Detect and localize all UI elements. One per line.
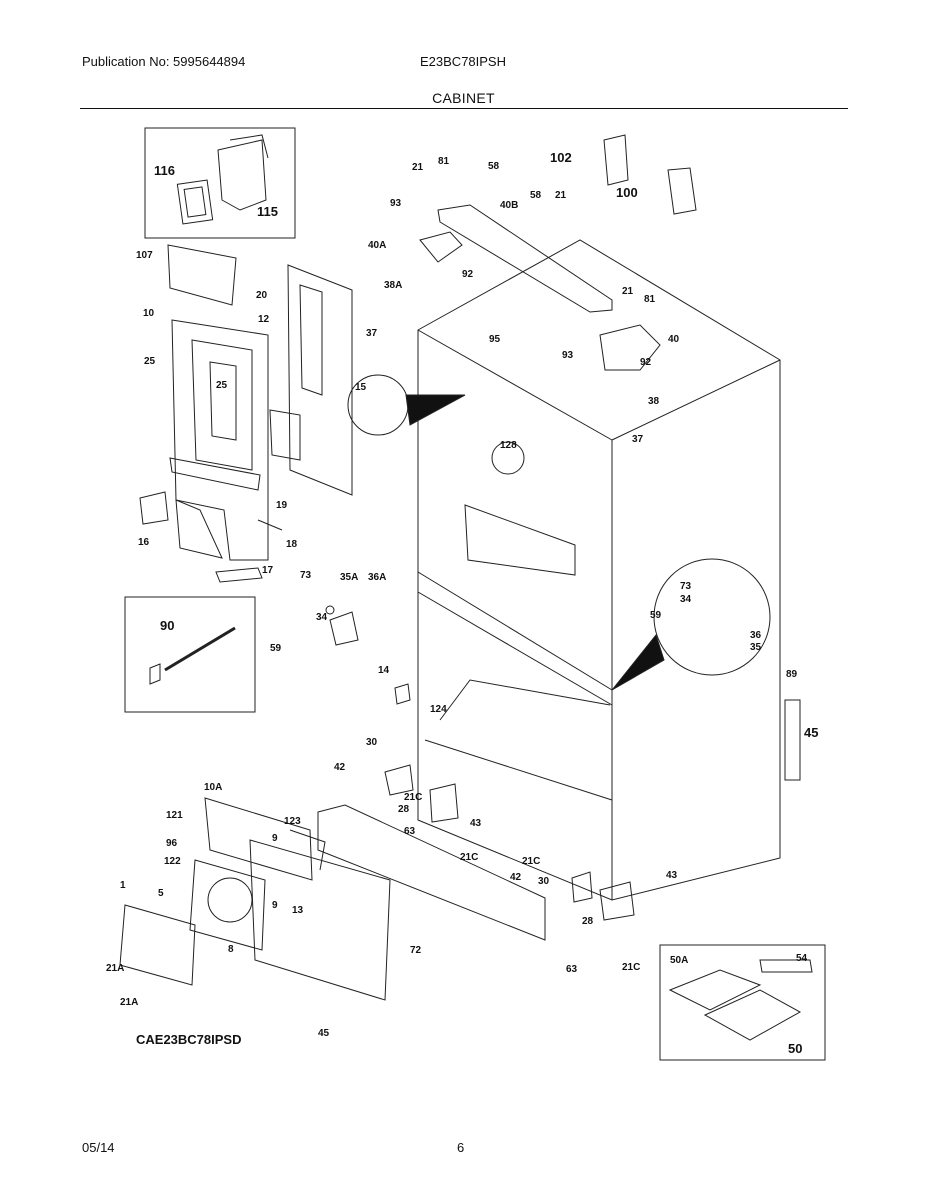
callout-21-b: 21 (555, 190, 567, 201)
callout-18: 18 (286, 539, 298, 550)
callout-21A: 21A (106, 963, 124, 974)
section-title: CABINET (432, 90, 495, 106)
callout-21C-d: 21C (622, 962, 640, 973)
callout-124: 124 (430, 704, 447, 715)
callout-37: 37 (366, 328, 378, 339)
callout-9-b: 9 (272, 900, 278, 911)
fan-shroud (204, 797, 313, 881)
callout-40A: 40A (368, 240, 386, 251)
callout-38A: 38A (384, 280, 402, 291)
callout-28-b: 28 (582, 916, 594, 927)
callout-96: 96 (166, 838, 178, 849)
callout-95: 95 (489, 334, 501, 345)
callout-115: 115 (257, 204, 278, 219)
callout-90: 90 (160, 618, 174, 633)
callout-73: 73 (300, 570, 312, 581)
callout-40: 40 (668, 334, 680, 345)
duct-panel (167, 244, 237, 306)
callout-21: 21 (412, 162, 424, 173)
callout-43-b: 43 (666, 870, 678, 881)
callout-38: 38 (648, 396, 660, 407)
callout-21C-b: 21C (460, 852, 478, 863)
callout-89: 89 (786, 669, 798, 680)
callout-45: 45 (804, 725, 818, 740)
callout-14: 14 (378, 665, 390, 676)
footer-date: 05/14 (82, 1140, 115, 1155)
callout-10: 10 (143, 308, 155, 319)
callout-21-c: 21 (622, 286, 634, 297)
callout-54: 54 (796, 953, 808, 964)
callout-1: 1 (120, 880, 126, 891)
callout-116: 116 (154, 163, 175, 178)
callout-107: 107 (136, 250, 153, 261)
callout-100: 100 (616, 185, 638, 200)
callout-30-b: 30 (538, 876, 550, 887)
callout-58: 58 (488, 161, 500, 172)
callout-37-b: 37 (632, 434, 644, 445)
callout-72: 72 (410, 945, 422, 956)
callout-93: 93 (390, 198, 402, 209)
callout-43: 43 (470, 818, 482, 829)
callout-128: 128 (500, 440, 517, 451)
callout-93-b: 93 (562, 350, 574, 361)
callout-92: 92 (462, 269, 474, 280)
callout-20: 20 (256, 290, 268, 301)
callout-34-b: 34 (680, 594, 692, 605)
callout-15: 15 (355, 382, 367, 393)
callout-25-a: 25 (144, 356, 156, 367)
callout-58-b: 58 (530, 190, 542, 201)
model-code: CAE23BC78IPSD (136, 1032, 242, 1047)
callout-42: 42 (334, 762, 346, 773)
callout-36: 36 (750, 630, 762, 641)
callout-73-b: 73 (680, 581, 692, 592)
callout-63-b: 63 (566, 964, 578, 975)
callout-59-b: 59 (650, 610, 662, 621)
detail-circle-hinge (653, 558, 771, 676)
callout-40B: 40B (500, 200, 518, 211)
callout-19: 19 (276, 500, 288, 511)
callout-36A: 36A (368, 572, 386, 583)
callout-81-b: 81 (644, 294, 656, 305)
callout-9: 9 (272, 833, 278, 844)
callout-13: 13 (292, 905, 304, 916)
callout-21A-b: 21A (120, 997, 138, 1008)
header-rule (80, 108, 848, 109)
model-number: E23BC78IPSH (420, 54, 506, 69)
callout-92-b: 92 (640, 357, 652, 368)
callout-21C: 21C (404, 792, 422, 803)
publication-number: Publication No: 5995644894 (82, 54, 246, 69)
cabinet-body (417, 239, 781, 901)
callout-81: 81 (438, 156, 450, 167)
page-number: 6 (457, 1140, 465, 1155)
callout-50: 50 (788, 1041, 802, 1056)
callout-59: 59 (270, 643, 282, 654)
kickplate (317, 804, 546, 941)
callout-122: 122 (164, 856, 181, 867)
callout-21C-c: 21C (522, 856, 540, 867)
callout-28: 28 (398, 804, 410, 815)
callout-8: 8 (228, 944, 234, 955)
callout-50A: 50A (670, 955, 688, 966)
callout-16: 16 (138, 537, 150, 548)
callout-25-b: 25 (216, 380, 228, 391)
callout-121: 121 (166, 810, 183, 821)
callout-17: 17 (262, 565, 274, 576)
inset-box-50 (659, 944, 826, 1061)
callout-35A: 35A (340, 572, 358, 583)
inset-box-90 (124, 596, 256, 713)
callout-102: 102 (550, 150, 572, 165)
callout-34: 34 (316, 612, 328, 623)
callout-5: 5 (158, 888, 164, 899)
inset-box-115-116 (144, 127, 296, 239)
callout-63: 63 (404, 826, 416, 837)
callout-12: 12 (258, 314, 270, 325)
callout-123: 123 (284, 816, 301, 827)
callout-42-b: 42 (510, 872, 522, 883)
callout-10A: 10A (204, 782, 222, 793)
callout-35: 35 (750, 642, 762, 653)
callout-45-b: 45 (318, 1028, 330, 1039)
top-rail (437, 204, 613, 313)
callout-30: 30 (366, 737, 378, 748)
